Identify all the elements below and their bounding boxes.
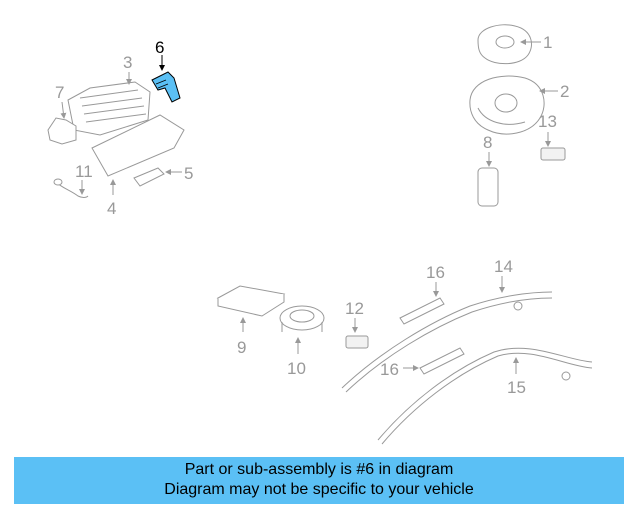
callout-12-label: 12 (345, 299, 364, 318)
callout-5-label: 5 (184, 164, 193, 183)
callout-4: 4 (107, 179, 116, 218)
callout-5: 5 (165, 164, 193, 183)
callout-10-label: 10 (287, 359, 306, 378)
caption-banner: Part or sub-assembly is #6 in diagram Di… (14, 457, 624, 504)
callout-2: 2 (539, 82, 569, 101)
part-16-upper-retainer (399, 297, 445, 325)
callout-14-label: 14 (494, 257, 513, 276)
callout-9-label: 9 (237, 338, 246, 357)
parts-diagram: 1 2 13 8 3 6 (47, 24, 593, 445)
callout-1: 1 (520, 33, 552, 52)
part-7-bracket (47, 117, 77, 145)
callout-16-lower: 16 (380, 360, 419, 379)
part-11-harness (53, 178, 89, 198)
callout-13: 13 (538, 112, 557, 147)
callout-14: 14 (494, 257, 513, 293)
callout-8: 8 (483, 133, 492, 167)
callout-2-label: 2 (560, 82, 569, 101)
part-2-driver-airbag (469, 75, 545, 135)
part-14-curtain-airbag (341, 291, 553, 393)
part-10-clock-spring (279, 305, 325, 332)
part-15-curtain-airbag (377, 347, 593, 445)
callout-13-label: 13 (538, 112, 557, 131)
part-16-lower-retainer (419, 347, 465, 375)
callout-16-upper-label: 16 (426, 263, 445, 282)
callout-3-label: 3 (123, 53, 132, 72)
callout-15-label: 15 (507, 378, 526, 397)
part-5-clip (133, 167, 165, 187)
caption-line-2: Diagram may not be specific to your vehi… (164, 481, 474, 498)
callout-1-label: 1 (543, 33, 552, 52)
part-8-sensor (477, 167, 499, 207)
part-6-bracket-highlighted (151, 71, 181, 103)
callout-4-label: 4 (107, 199, 116, 218)
callout-3: 3 (123, 53, 132, 85)
callout-7: 7 (55, 83, 67, 119)
part-13-connector (540, 147, 566, 161)
callout-7-label: 7 (55, 83, 64, 102)
callout-11-label: 11 (75, 162, 93, 181)
part-1-steering-airbag-cover (477, 24, 541, 65)
callout-6: 6 (155, 38, 165, 71)
callout-16-lower-label: 16 (380, 360, 399, 379)
callout-15: 15 (507, 357, 526, 397)
part-3-passenger-airbag (67, 81, 151, 136)
part-4-airbag-door (91, 114, 185, 177)
callout-12: 12 (345, 299, 364, 333)
callout-6-label: 6 (155, 38, 164, 57)
callout-10: 10 (287, 337, 306, 378)
part-9-control-module (216, 285, 286, 317)
caption-line-1: Part or sub-assembly is #6 in diagram (184, 461, 454, 478)
callout-9: 9 (237, 317, 246, 357)
part-12-sensor (345, 335, 369, 349)
callout-11: 11 (75, 162, 93, 195)
callout-16-upper: 16 (426, 263, 445, 297)
callout-8-label: 8 (483, 133, 492, 152)
